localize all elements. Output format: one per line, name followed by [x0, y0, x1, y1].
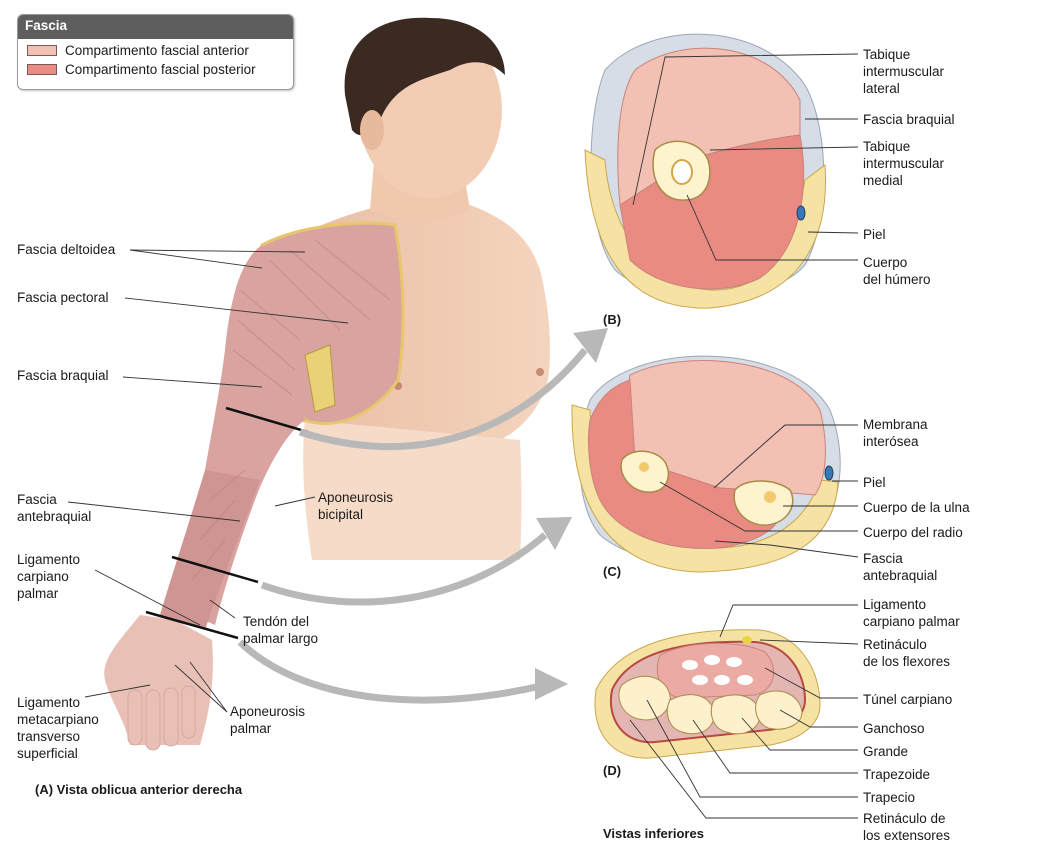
label-tendon-palmar-largo: Tendón del palmar largo: [243, 614, 319, 646]
trapezium: [618, 675, 671, 721]
muscle-lines: [191, 239, 391, 581]
radius-marrow: [764, 491, 776, 503]
label-retinaculo-flexores: Retináculo de los flexores: [863, 637, 951, 669]
humerus-marrow: [671, 159, 693, 185]
label-fascia-pectoral: Fascia pectoral: [17, 290, 109, 305]
swatch-anterior: [27, 45, 57, 56]
label-grande: Grande: [863, 744, 909, 759]
vessel-c: [824, 465, 834, 481]
arrow-to-d: [237, 639, 546, 704]
arrows: [237, 347, 588, 704]
label-cuerpo-humero: Cuerpo del húmero: [863, 255, 931, 287]
panel-b-label: (B): [603, 312, 622, 327]
legend-label-anterior: Compartimento fascial anterior: [65, 43, 249, 58]
label-tabique-medial: Tabique intermuscular medial: [863, 139, 945, 188]
label-membrana-interosea: Membrana interósea: [863, 417, 928, 449]
carpal-tunnel: [656, 642, 775, 699]
section-b-posterior: [619, 134, 805, 290]
legend-label-posterior: Compartimento fascial posterior: [65, 62, 256, 77]
swatch-posterior: [27, 64, 57, 75]
label-cuerpo-radio: Cuerpo del radio: [863, 525, 963, 540]
leader-lines: [67, 53, 859, 819]
arrowhead-b: [573, 328, 608, 363]
arrow-to-b: [298, 347, 588, 450]
label-trapezoide: Trapezoide: [863, 767, 931, 782]
hamate: [755, 690, 803, 730]
figure-a: [104, 17, 550, 751]
ear: [360, 110, 384, 150]
label-tunel-carpiano: Túnel carpiano: [863, 692, 953, 707]
carpal-bones: [618, 675, 803, 735]
label-ligamento-carpiano-palmar-a: Ligamento carpiano palmar: [17, 552, 81, 601]
tendons: [682, 655, 753, 685]
panel-inferior-caption: Vistas inferiores: [603, 826, 704, 841]
legend-item-posterior: Compartimento fascial posterior: [27, 62, 293, 77]
label-trapecio: Trapecio: [863, 790, 916, 805]
label-retinaculo-extensores: Retináculo de los extensores: [863, 811, 951, 843]
label-piel-c: Piel: [863, 475, 886, 490]
lower-torso: [303, 420, 522, 560]
panel-d-label: (D): [603, 763, 622, 778]
median-nerve: [742, 636, 752, 644]
section-c: [571, 355, 841, 573]
hair: [344, 17, 505, 136]
panel-a-caption: (A) Vista oblicua anterior derecha: [35, 782, 243, 797]
trapezoid: [666, 694, 715, 735]
nipple-right: [536, 368, 544, 376]
ulna-marrow: [639, 462, 649, 472]
label-tabique-lateral: Tabique intermuscular lateral: [863, 47, 945, 96]
label-fascia-braquial-b: Fascia braquial: [863, 112, 955, 127]
section-line-d: [145, 610, 239, 640]
label-aponeurosis-bicipital: Aponeurosis bicipital: [318, 490, 394, 522]
section-d: [594, 629, 821, 759]
label-ligamento-metacarpiano: Ligamento metacarpiano transverso superf…: [17, 695, 99, 761]
section-line-c: [171, 555, 259, 584]
axilla-fat: [304, 344, 336, 413]
section-line-b: [225, 406, 309, 434]
vessel-b: [796, 205, 806, 221]
capitate: [710, 694, 761, 735]
label-fascia-braquial-a: Fascia braquial: [17, 368, 109, 383]
legend-title: Fascia: [18, 15, 293, 39]
section-b: [584, 33, 827, 309]
label-ligamento-carpiano-palmar-d: Ligamento carpiano palmar: [863, 597, 960, 629]
label-fascia-antebraquial-a: Fascia antebraquial: [17, 492, 92, 524]
label-cuerpo-ulna: Cuerpo de la ulna: [863, 500, 970, 515]
arrow-to-c: [260, 532, 548, 606]
label-fascia-deltoidea: Fascia deltoidea: [17, 242, 116, 257]
arrowhead-d: [535, 668, 568, 700]
legend-box: Fascia Compartimento fascial anterior Co…: [17, 14, 294, 90]
legend-item-anterior: Compartimento fascial anterior: [27, 43, 293, 58]
arrowhead-c: [536, 517, 572, 550]
label-aponeurosis-palmar: Aponeurosis palmar: [230, 704, 306, 736]
label-piel-b: Piel: [863, 227, 886, 242]
section-c-posterior: [588, 379, 783, 549]
fingers: [127, 685, 196, 751]
radius: [733, 480, 794, 526]
forearm: [160, 470, 260, 630]
label-ganchoso: Ganchoso: [863, 721, 925, 736]
label-fascia-antebraquial-c: Fascia antebraquial: [863, 551, 938, 583]
panel-c-label: (C): [603, 564, 622, 579]
